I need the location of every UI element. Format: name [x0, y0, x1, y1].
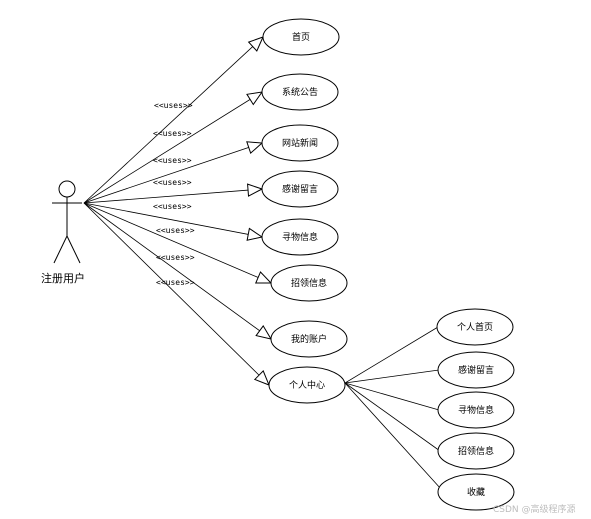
watermark: CSDN @高级程序源 [493, 503, 576, 515]
association-uc-account [83, 202, 272, 340]
stereotype-label: <<uses>> [153, 129, 192, 138]
arrowhead-uc-found [255, 271, 273, 284]
associations [83, 36, 442, 490]
association-uc-announcement [83, 91, 263, 204]
sub-use-case-favorite[interactable]: 收藏 [437, 473, 515, 511]
actor-figure [52, 180, 82, 264]
use-case-home-label: 首页 [292, 31, 310, 43]
link-sub-thanks [344, 369, 440, 384]
sub-use-case-thanks[interactable]: 感谢留言 [437, 351, 515, 389]
use-case-announcement-label: 系统公告 [282, 86, 318, 98]
stereotype-label: <<uses>> [156, 278, 195, 287]
actor-left-leg [53, 235, 68, 264]
stereotype-label: <<uses>> [153, 202, 192, 211]
actor-right-leg [66, 235, 81, 264]
link-sub-home [344, 326, 439, 384]
sub-use-case-home[interactable]: 个人首页 [436, 308, 514, 346]
use-case-news-label: 网站新闻 [282, 137, 318, 149]
arrowheads [246, 36, 273, 386]
use-case-found-label: 招领信息 [291, 277, 327, 289]
use-case-announcement[interactable]: 系统公告 [261, 73, 339, 111]
arrowhead-uc-announcement [246, 91, 264, 106]
arrowhead-uc-lost [246, 227, 264, 241]
arrowhead-uc-account [255, 325, 273, 340]
association-uc-thanks [83, 188, 263, 204]
association-uc-home [83, 36, 264, 204]
stereotype-label: <<uses>> [156, 253, 195, 262]
association-uc-news [83, 142, 263, 204]
use-case-home[interactable]: 首页 [262, 18, 340, 56]
sub-use-case-favorite-label: 收藏 [467, 486, 485, 498]
association-uc-center [83, 202, 270, 386]
link-sub-found [344, 382, 441, 452]
use-case-center-label: 个人中心 [289, 379, 325, 391]
stereotype-labels: <<uses>> <<uses>> <<uses>> <<uses>> <<uses>>… [153, 101, 195, 287]
actor-head [58, 180, 76, 198]
use-case-news[interactable]: 网站新闻 [261, 124, 339, 162]
arrowhead-uc-home [247, 36, 264, 52]
stereotype-label: <<uses>> [153, 178, 192, 187]
sub-use-case-lost-label: 寻物信息 [458, 404, 494, 416]
arrowhead-uc-center [253, 370, 270, 386]
use-case-thanks[interactable]: 感谢留言 [261, 170, 339, 208]
use-case-account[interactable]: 我的账户 [270, 320, 348, 358]
use-case-found[interactable]: 招领信息 [270, 264, 348, 302]
use-case-account-label: 我的账户 [291, 333, 327, 345]
association-uc-lost [83, 202, 263, 238]
use-case-lost-label: 寻物信息 [282, 231, 318, 243]
use-case-center[interactable]: 个人中心 [268, 366, 346, 404]
arrowhead-uc-thanks [247, 183, 264, 197]
stereotype-label: <<uses>> [154, 101, 193, 110]
sub-use-case-found-label: 招领信息 [458, 445, 494, 457]
stereotype-label: <<uses>> [153, 156, 192, 165]
sub-use-case-home-label: 个人首页 [457, 321, 493, 333]
stereotype-label: <<uses>> [156, 226, 195, 235]
sub-use-case-found[interactable]: 招领信息 [437, 432, 515, 470]
link-sub-lost [344, 382, 440, 411]
actor-label: 注册用户 [41, 271, 85, 285]
association-uc-found [83, 202, 272, 284]
link-sub-favorite [344, 382, 442, 490]
use-case-lost[interactable]: 寻物信息 [261, 218, 339, 256]
sub-use-case-lost[interactable]: 寻物信息 [437, 391, 515, 429]
use-case-thanks-label: 感谢留言 [282, 183, 318, 195]
sub-use-case-thanks-label: 感谢留言 [458, 364, 494, 376]
arrowhead-uc-news [246, 141, 264, 155]
